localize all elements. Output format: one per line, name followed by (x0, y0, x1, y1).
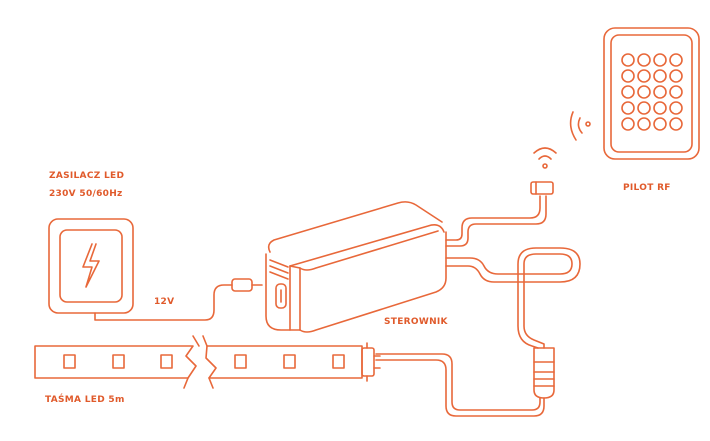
remote-button (653, 117, 667, 131)
remote-button (637, 85, 651, 99)
remote-button (637, 101, 651, 115)
remote-button (637, 69, 651, 83)
controller-switch (275, 283, 287, 309)
led-chip (283, 354, 296, 369)
remote-button (653, 53, 667, 67)
rf-receiver (530, 181, 554, 195)
strip-label: TAŚMA LED 5m (45, 395, 125, 405)
remote-button (637, 53, 651, 67)
remote-button-grid (621, 53, 683, 131)
remote-button (669, 53, 683, 67)
remote-button (621, 101, 635, 115)
remote-button (669, 101, 683, 115)
power-supply (48, 218, 134, 314)
controller (265, 201, 447, 333)
remote-button (653, 69, 667, 83)
led-strip (34, 335, 381, 389)
receiver-cable (445, 195, 541, 241)
remote-button (621, 69, 635, 83)
power-cable (94, 284, 233, 321)
power-supply-spec: 230V 50/60Hz (49, 189, 123, 199)
remote-button (669, 117, 683, 131)
power-supply-title: ZASILACZ LED (49, 171, 125, 181)
led-chip (112, 354, 125, 369)
controller-label: STEROWNIK (384, 317, 448, 327)
dc-plug (231, 278, 263, 292)
remote-button (653, 85, 667, 99)
wireless-signal-icon (569, 111, 591, 141)
remote-button (621, 117, 635, 131)
voltage-label: 12V (154, 297, 175, 307)
led-chip (332, 354, 345, 369)
remote-button (669, 69, 683, 83)
remote-button (621, 53, 635, 67)
lightning-bolt-icon (82, 243, 100, 288)
wireless-signal-icon (533, 147, 557, 169)
led-chip (160, 354, 173, 369)
led-chip (234, 354, 247, 369)
strip-connector (533, 347, 555, 399)
remote-control (603, 27, 700, 160)
remote-button (669, 85, 683, 99)
led-chip (63, 354, 76, 369)
remote-button (637, 117, 651, 131)
remote-label: PILOT RF (623, 183, 671, 193)
remote-button (621, 85, 635, 99)
output-cable (445, 253, 573, 349)
remote-button (653, 101, 667, 115)
